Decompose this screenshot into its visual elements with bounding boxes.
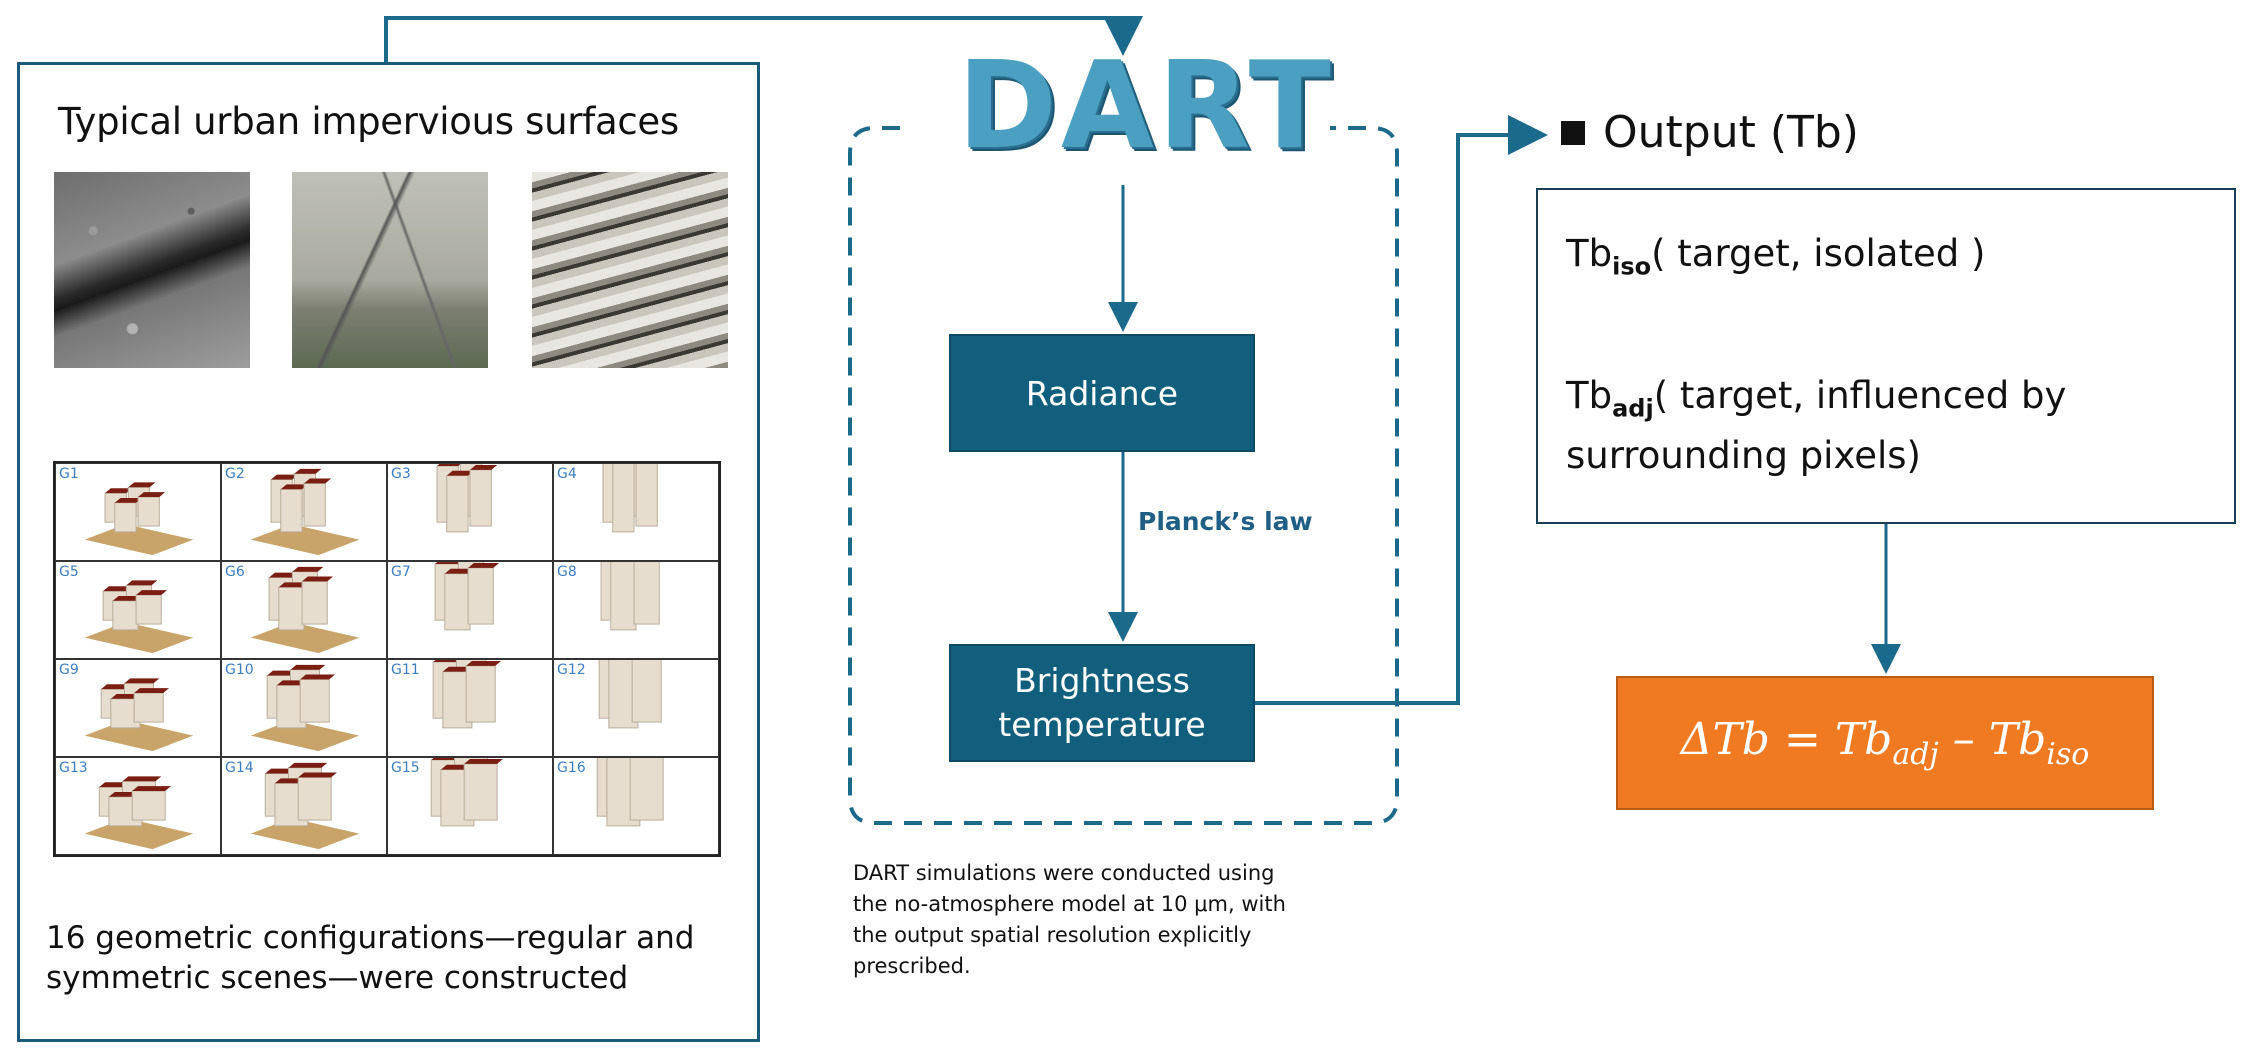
building-sketch bbox=[250, 468, 360, 556]
formula-sub-adj: adj bbox=[1892, 736, 1939, 772]
formula-sub-iso: iso bbox=[2046, 736, 2090, 772]
dart-caption-line4: prescribed. bbox=[853, 954, 971, 978]
square-bullet-icon bbox=[1561, 120, 1585, 145]
delta-tb-formula: ΔTb = Tbadj – Tbiso bbox=[1681, 714, 2090, 772]
config-cell: G5 bbox=[55, 561, 221, 659]
building-sketch bbox=[434, 562, 500, 631]
building-sketch bbox=[432, 660, 502, 729]
bt-line1: Brightness bbox=[1014, 661, 1190, 700]
planck-law-label: Planck’s law bbox=[1138, 507, 1313, 536]
config-cell: G8 bbox=[553, 561, 719, 659]
panel-caption-line1: 16 geometric configurations—regular and bbox=[46, 920, 695, 956]
formula-lhs: ΔTb = Tb bbox=[1680, 714, 1893, 766]
concrete-wall-photo bbox=[292, 172, 488, 368]
config-cell: G14 bbox=[221, 757, 387, 855]
tb-iso-sub: iso bbox=[1612, 252, 1652, 281]
tb-adj-text-line2: surrounding pixels) bbox=[1566, 434, 1921, 478]
panel-caption-line2: symmetric scenes—were constructed bbox=[46, 960, 629, 996]
radiance-box: Radiance bbox=[949, 334, 1255, 452]
brightness-temperature-box: Brightness temperature bbox=[949, 644, 1255, 762]
config-cell: G11 bbox=[387, 659, 553, 757]
tb-adj-text-line1: ( target, influenced by bbox=[1653, 374, 2067, 417]
config-cell-label: G15 bbox=[391, 760, 420, 776]
tb-iso-line: Tbiso( target, isolated ) bbox=[1566, 232, 1985, 280]
config-cell-label: G11 bbox=[391, 662, 420, 678]
config-cell: G3 bbox=[387, 463, 553, 561]
config-cell-label: G14 bbox=[225, 760, 254, 776]
dart-caption-line3: the output spatial resolution explicitly bbox=[853, 923, 1252, 947]
asphalt-crack-photo bbox=[54, 172, 250, 368]
config-cell: G2 bbox=[221, 463, 387, 561]
tb-adj-line: Tbadj( target, influenced by surrounding… bbox=[1566, 372, 2226, 480]
config-cell-label: G7 bbox=[391, 564, 411, 580]
bt-line2: temperature bbox=[998, 705, 1206, 744]
config-cell: G7 bbox=[387, 561, 553, 659]
tb-iso-text: ( target, isolated ) bbox=[1651, 232, 1986, 275]
config-cell-label: G1 bbox=[59, 466, 79, 482]
building-sketch bbox=[250, 664, 360, 752]
dart-caption-line2: the no-atmosphere model at 10 μm, with bbox=[853, 892, 1286, 916]
config-cell-label: G6 bbox=[225, 564, 245, 580]
config-cell-label: G12 bbox=[557, 662, 586, 678]
config-cell-label: G13 bbox=[59, 760, 88, 776]
building-sketch bbox=[600, 562, 660, 631]
building-sketch bbox=[250, 566, 360, 654]
config-cell: G4 bbox=[553, 463, 719, 561]
config-cell-label: G8 bbox=[557, 564, 577, 580]
config-cell: G6 bbox=[221, 561, 387, 659]
config-cell: G9 bbox=[55, 659, 221, 757]
building-sketch bbox=[84, 776, 194, 850]
config-cell: G12 bbox=[553, 659, 719, 757]
output-heading-text: Output (Tb) bbox=[1603, 107, 1859, 158]
building-sketch bbox=[84, 482, 194, 556]
building-sketch bbox=[596, 758, 664, 827]
dart-caption: DART simulations were conducted using th… bbox=[853, 858, 1393, 982]
config-cell-label: G2 bbox=[225, 466, 245, 482]
output-heading: Output (Tb) bbox=[1561, 107, 1859, 158]
building-sketch bbox=[598, 660, 662, 729]
dart-logo: DART bbox=[957, 37, 1335, 176]
config-cell: G1 bbox=[55, 463, 221, 561]
config-cell: G13 bbox=[55, 757, 221, 855]
building-sketch bbox=[436, 464, 498, 533]
config-cell: G10 bbox=[221, 659, 387, 757]
config-cell-label: G4 bbox=[557, 466, 577, 482]
config-cell-label: G3 bbox=[391, 466, 411, 482]
panel-caption: 16 geometric configurations—regular and … bbox=[46, 918, 746, 998]
tb-iso-base: Tb bbox=[1566, 232, 1613, 275]
building-sketch bbox=[84, 580, 194, 654]
dart-caption-line1: DART simulations were conducted using bbox=[853, 861, 1275, 885]
corrugated-roof-photo bbox=[532, 172, 728, 368]
output-box bbox=[1536, 188, 2236, 524]
config-cell-label: G16 bbox=[557, 760, 586, 776]
formula-mid: – Tb bbox=[1938, 714, 2047, 766]
config-cell: G15 bbox=[387, 757, 553, 855]
building-sketch bbox=[602, 464, 658, 533]
building-sketch bbox=[430, 758, 503, 827]
config-cell-label: G9 bbox=[59, 662, 79, 678]
building-sketch bbox=[250, 762, 360, 850]
tb-adj-base: Tb bbox=[1566, 374, 1613, 417]
config-cell-label: G10 bbox=[225, 662, 254, 678]
tb-adj-sub: adj bbox=[1612, 394, 1654, 423]
delta-tb-formula-box: ΔTb = Tbadj – Tbiso bbox=[1616, 676, 2154, 810]
building-sketch bbox=[84, 678, 194, 752]
panel-title: Typical urban impervious surfaces bbox=[58, 100, 679, 143]
config-cell-label: G5 bbox=[59, 564, 79, 580]
config-cell: G16 bbox=[553, 757, 719, 855]
bt-to-output-arrow bbox=[1255, 115, 1548, 705]
